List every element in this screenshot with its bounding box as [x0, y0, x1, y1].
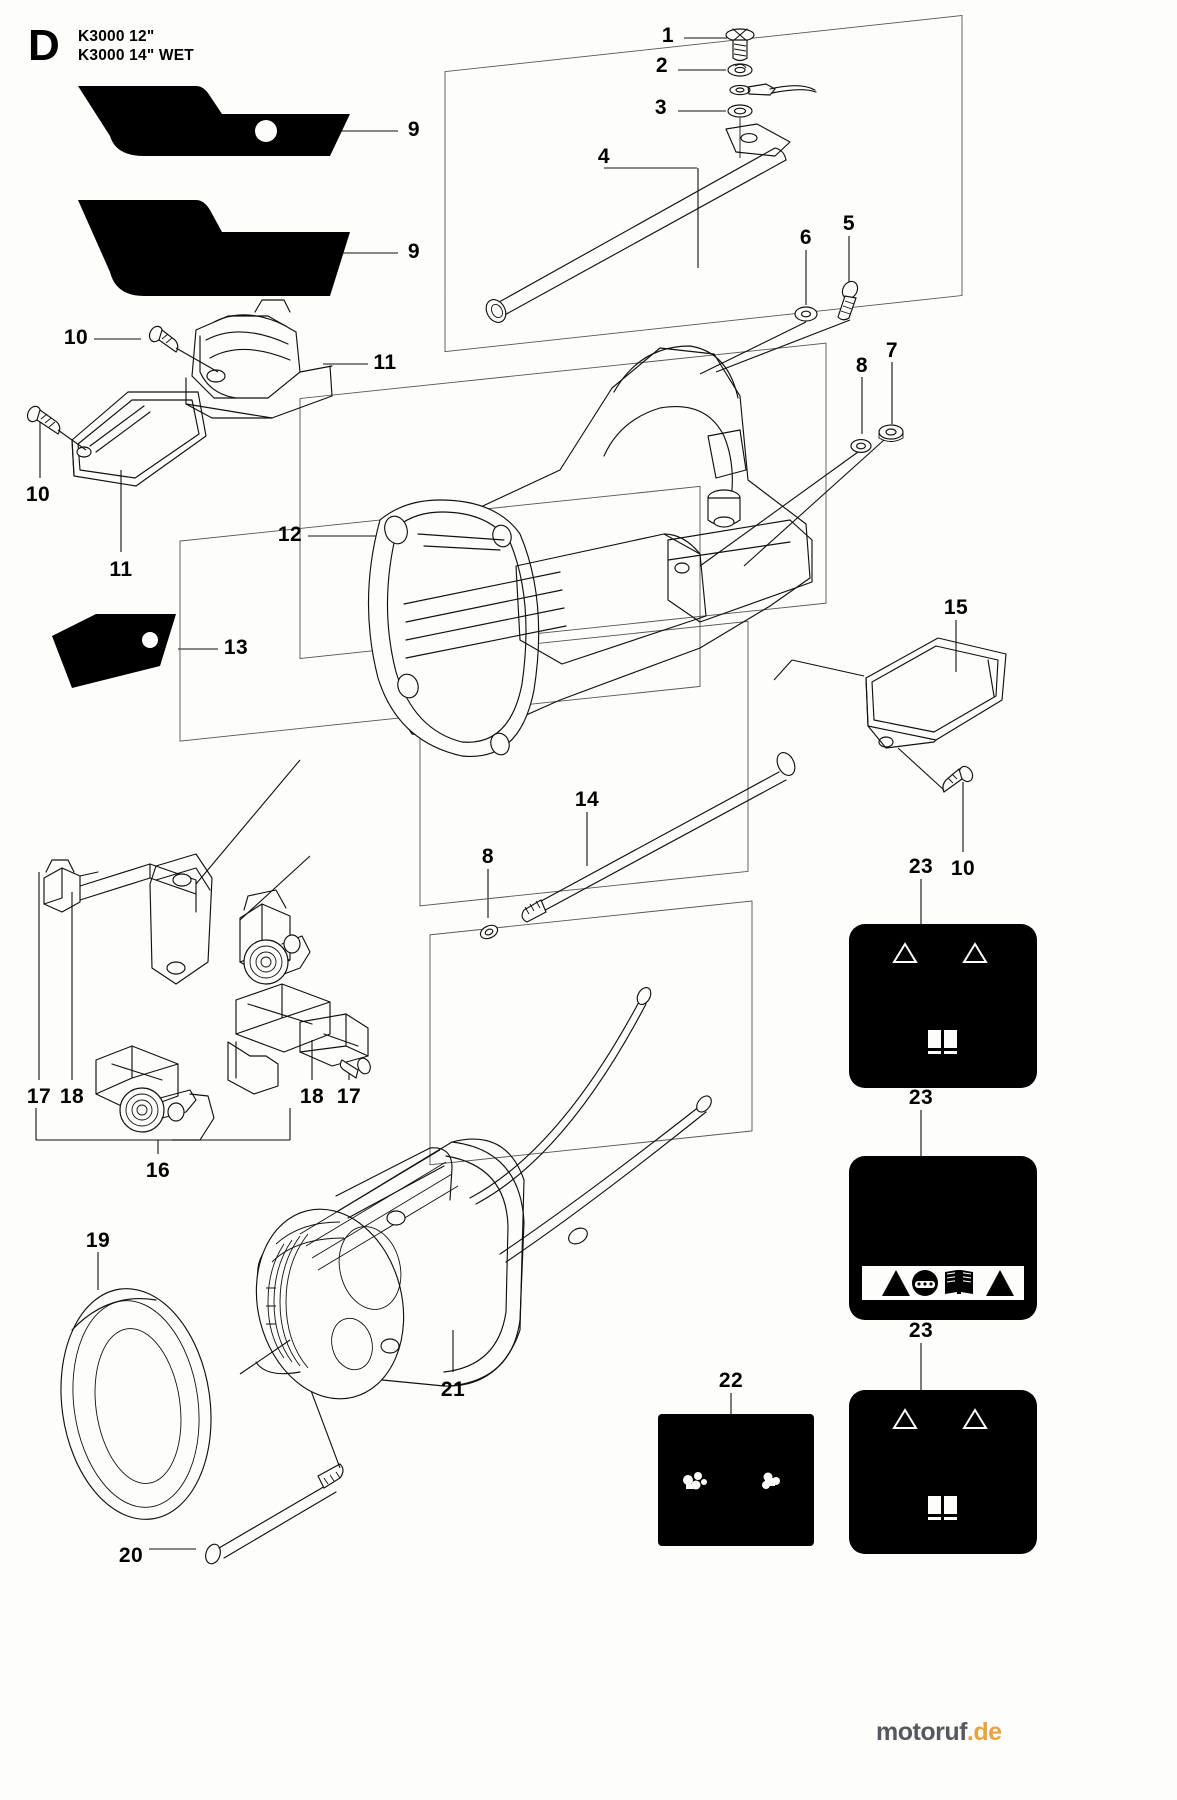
- callout-5: 5: [842, 212, 856, 235]
- callout-7: 7: [885, 339, 899, 362]
- section-letter: D: [28, 21, 60, 70]
- callout-17-right: 17: [336, 1085, 362, 1108]
- callout-3: 3: [654, 96, 668, 119]
- warning-decal-23-mid: [849, 1156, 1037, 1320]
- long-bolt-14: [479, 752, 796, 940]
- cover-plate-right: [773, 637, 1007, 793]
- callout-11-lower: 11: [109, 558, 133, 581]
- fastener-stack-top: [725, 28, 817, 158]
- callout-6: 6: [799, 226, 813, 249]
- callout-23-top: 23: [908, 855, 934, 878]
- warning-decal-23-bottom: [849, 1390, 1037, 1554]
- cable-guide-clamp: [148, 299, 333, 419]
- cover-plate-lower: [26, 391, 207, 487]
- lower-wire-leads: [239, 1339, 291, 1375]
- water-tube: [485, 147, 787, 323]
- callout-13: 13: [223, 636, 249, 659]
- decal-blade-guard-lower: [78, 200, 350, 296]
- callout-10-upper: 10: [63, 326, 89, 349]
- brush-assemblies: [43, 759, 371, 1141]
- fastener-7-8: [850, 424, 904, 453]
- symbol-decal-22: [658, 1414, 814, 1546]
- callout-23-mid: 23: [908, 1086, 934, 1109]
- watermark-suffix: .de: [966, 1718, 1002, 1746]
- callout-9-upper: 9: [407, 118, 421, 141]
- callout-15: 15: [943, 596, 969, 619]
- callout-22: 22: [718, 1369, 744, 1392]
- callout-2: 2: [655, 54, 669, 77]
- callout-10-right: 10: [950, 857, 976, 880]
- motor-housing: [367, 319, 885, 758]
- callout-9-lower: 9: [407, 240, 421, 263]
- warning-decal-23-top: [849, 924, 1037, 1088]
- callout-1: 1: [661, 24, 675, 47]
- fastener-5-6: [794, 280, 859, 322]
- callout-4: 4: [597, 145, 611, 168]
- site-watermark: motoruf.de: [876, 1718, 1002, 1747]
- watermark-main: motoruf: [876, 1718, 967, 1746]
- callout-8-lower: 8: [481, 845, 495, 868]
- callout-16: 16: [145, 1159, 171, 1182]
- callout-10-left: 10: [25, 483, 51, 506]
- callout-18-right: 18: [299, 1085, 325, 1108]
- decal-small-13: [52, 614, 176, 688]
- callout-19: 19: [85, 1229, 111, 1252]
- callout-23-bottom: 23: [908, 1319, 934, 1342]
- stator-assembly: [255, 986, 712, 1400]
- leader-lines: [35, 37, 964, 1550]
- assembly-guide-boxes: [179, 14, 963, 1166]
- callout-12: 12: [277, 523, 303, 546]
- callout-18-left: 18: [59, 1085, 85, 1108]
- callout-8: 8: [855, 354, 869, 377]
- decal-blade-guard-upper: [78, 86, 350, 156]
- callout-11-upper: 11: [373, 351, 397, 374]
- model-designation: K3000 12" K3000 14" WET: [78, 28, 194, 64]
- callout-21: 21: [440, 1378, 466, 1401]
- callout-17-left: 17: [26, 1085, 52, 1108]
- callout-20: 20: [118, 1544, 144, 1567]
- end-cap-ring: [60, 1288, 212, 1520]
- callout-14: 14: [574, 788, 600, 811]
- bolt-20: [205, 1339, 344, 1565]
